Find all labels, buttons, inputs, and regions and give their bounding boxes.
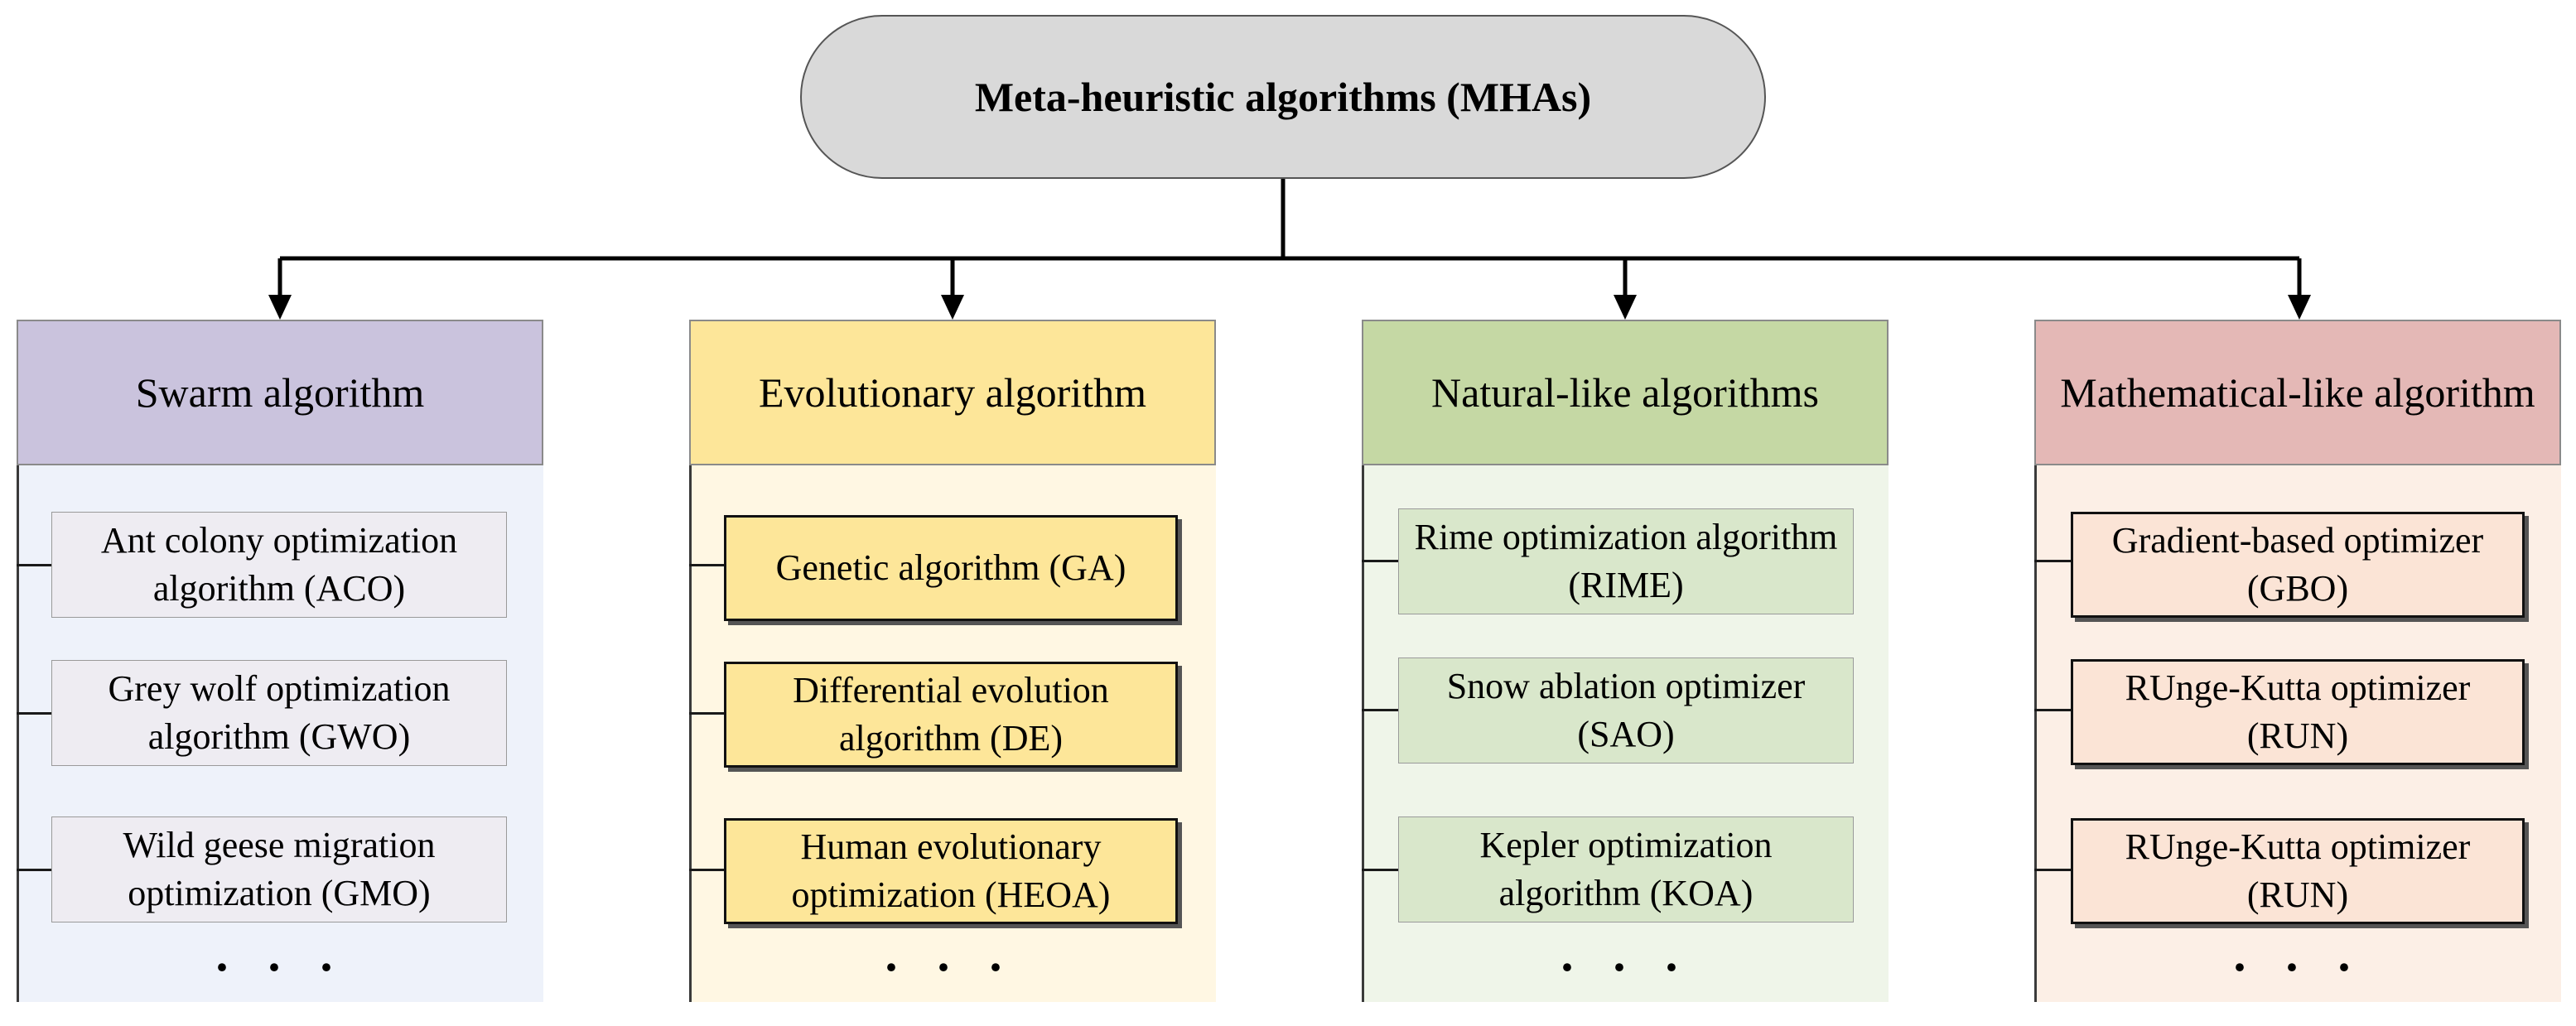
item-connector	[2034, 560, 2071, 562]
item-connector	[689, 712, 726, 715]
algorithm-box: Human evolutionary optimization (HEOA)	[724, 818, 1178, 924]
column-header-label: Mathematical-like algorithm	[2060, 369, 2535, 416]
arrow-swarm	[268, 295, 292, 320]
algorithm-box: Wild geese migration optimization (GMO)	[51, 816, 507, 922]
root-title: Meta-heuristic algorithms (MHAs)	[974, 74, 1592, 120]
algorithm-label: Gradient-based optimizer (GBO)	[2111, 520, 2484, 609]
column-header-evolutionary: Evolutionary algorithm	[689, 320, 1216, 465]
column-header-label: Natural-like algorithms	[1431, 369, 1819, 416]
algorithm-box: RUnge-Kutta optimizer (RUN)	[2071, 659, 2525, 765]
column-header-label: Evolutionary algorithm	[759, 369, 1146, 416]
column-header-natural: Natural-like algorithms	[1362, 320, 1889, 465]
more-ellipsis: · · ·	[882, 940, 1016, 995]
arrow-evolutionary	[941, 295, 964, 320]
root-node: Meta-heuristic algorithms (MHAs)	[800, 15, 1766, 179]
column-spine	[689, 465, 692, 1002]
algorithm-label: Grey wolf optimization algorithm (GWO)	[108, 668, 451, 757]
algorithm-label: Snow ablation optimizer (SAO)	[1446, 666, 1806, 754]
algorithm-label: Genetic algorithm (GA)	[775, 547, 1126, 588]
algorithm-box: RUnge-Kutta optimizer (RUN)	[2071, 818, 2525, 924]
algorithm-label: Kepler optimization algorithm (KOA)	[1479, 825, 1773, 913]
arrow-natural	[1614, 295, 1637, 320]
algorithm-label: Wild geese migration optimization (GMO)	[123, 825, 436, 913]
column-header-label: Swarm algorithm	[135, 369, 425, 416]
item-connector	[2034, 869, 2071, 871]
item-connector	[17, 564, 53, 566]
algorithm-label: RUnge-Kutta optimizer (RUN)	[2125, 826, 2471, 915]
item-connector	[2034, 709, 2071, 711]
algorithm-label: Differential evolution algorithm (DE)	[793, 670, 1109, 759]
algorithm-label: RUnge-Kutta optimizer (RUN)	[2125, 667, 2471, 756]
item-connector	[689, 869, 726, 871]
item-connector	[17, 712, 53, 715]
algorithm-label: Human evolutionary optimization (HEOA)	[791, 826, 1111, 915]
more-ellipsis: · · ·	[2231, 940, 2365, 995]
algorithm-label: Ant colony optimization algorithm (ACO)	[100, 520, 458, 609]
item-connector	[689, 564, 726, 566]
algorithm-box: Genetic algorithm (GA)	[724, 515, 1178, 621]
column-spine	[2034, 465, 2037, 1002]
item-connector	[1362, 869, 1398, 871]
algorithm-box: Ant colony optimization algorithm (ACO)	[51, 512, 507, 618]
column-spine	[1362, 465, 1364, 1002]
item-connector	[1362, 709, 1398, 711]
more-ellipsis: · · ·	[213, 940, 347, 995]
algorithm-box: Rime optimization algorithm (RIME)	[1398, 508, 1854, 614]
algorithm-box: Differential evolution algorithm (DE)	[724, 662, 1178, 768]
algorithm-box: Gradient-based optimizer (GBO)	[2071, 512, 2525, 618]
column-spine	[17, 465, 19, 1002]
column-header-swarm: Swarm algorithm	[17, 320, 543, 465]
algorithm-box: Snow ablation optimizer (SAO)	[1398, 658, 1854, 763]
arrow-mathematical	[2288, 295, 2311, 320]
column-header-mathematical: Mathematical-like algorithm	[2034, 320, 2561, 465]
more-ellipsis: · · ·	[1558, 940, 1692, 995]
item-connector	[17, 869, 53, 871]
algorithm-label: Rime optimization algorithm (RIME)	[1414, 517, 1838, 605]
algorithm-box: Kepler optimization algorithm (KOA)	[1398, 816, 1854, 922]
algorithm-box: Grey wolf optimization algorithm (GWO)	[51, 660, 507, 766]
item-connector	[1362, 560, 1398, 562]
